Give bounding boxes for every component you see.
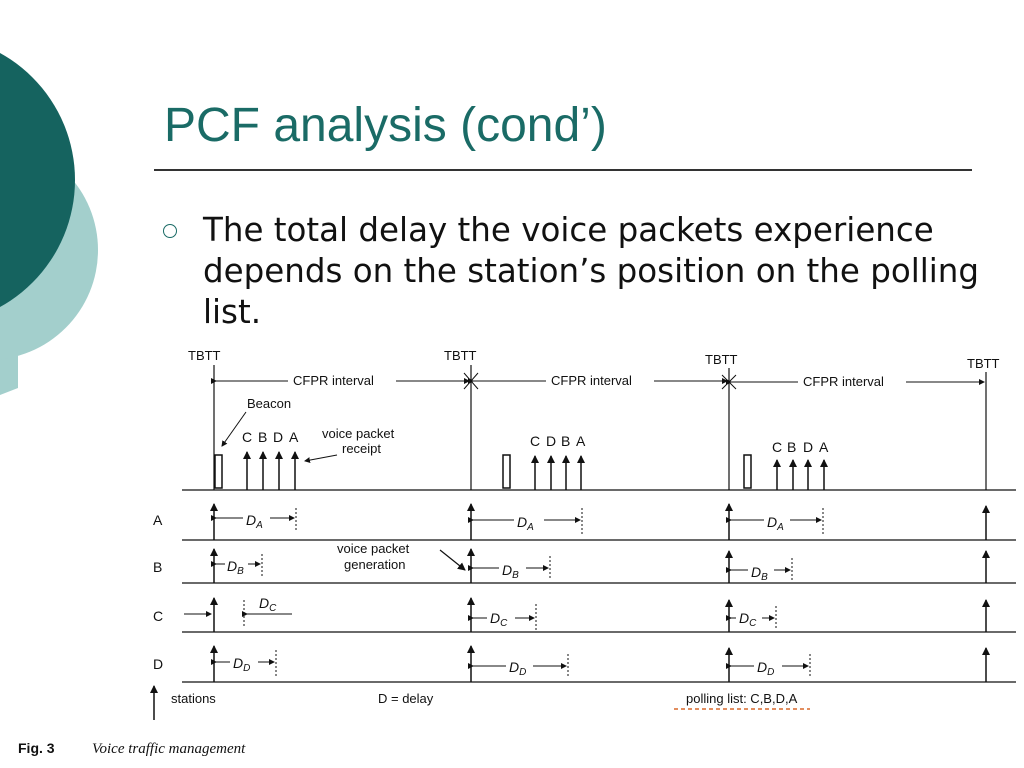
delay-label-c3: DC [739,610,757,629]
beacon-frame-1 [214,454,223,489]
delay-label-b3: DB [751,564,768,583]
beacon-frame-3 [743,454,752,489]
receipt-label-2: receipt [342,441,381,456]
poll1-letter: C [242,429,252,445]
bullet-circle-icon [163,224,177,238]
delay-label-c1: DC [259,595,277,614]
delay-label-d1: DD [233,655,250,674]
tbtt-label-4: TBTT [967,356,1000,371]
poll2-letter: A [576,433,586,449]
legend-delay: D = delay [378,691,434,706]
generation-label-1: voice packet [337,541,410,556]
delay-label-d3: DD [757,659,774,678]
title-divider [154,169,972,171]
legend-stations: stations [171,691,216,706]
delay-label-b2: DB [502,562,519,581]
figure-caption-text: Voice traffic management [92,741,246,757]
beacon-frame-2 [502,454,511,489]
cfpr-label-1: CFPR interval [293,373,374,388]
poll2-letter: D [546,433,556,449]
poll1-letter: A [289,429,299,445]
row-label-d: D [153,656,163,672]
tbtt-label-1: TBTT [188,348,221,363]
poll2-letter: B [561,433,570,449]
row-label-b: B [153,559,162,575]
cfpr-label-3: CFPR interval [803,374,884,389]
poll3-letter: A [819,439,829,455]
poll3-letter: D [803,439,813,455]
delay-label-b1: DB [227,558,244,577]
delay-label-a3: DA [767,514,784,533]
row-label-a: A [153,512,163,528]
page-title: PCF analysis (cond’) [164,99,607,152]
row-label-c: C [153,608,163,624]
poll1-letter: D [273,429,283,445]
generation-label-2: generation [344,557,405,572]
poll3-letter: B [787,439,796,455]
figure-caption-label: Fig. 3 [18,740,55,756]
decorative-circles [0,53,98,395]
poll2-letter: C [530,433,540,449]
bullet-text: The total delay the voice packets experi… [203,211,980,331]
delay-label-a1: DA [246,512,263,531]
beacon-label: Beacon [247,396,291,411]
poll3-letter: C [772,439,782,455]
poll1-letter: B [258,429,267,445]
delay-label-d2: DD [509,659,526,678]
legend-polling: polling list: C,B,D,A [686,691,798,706]
delay-label-c2: DC [490,610,508,629]
cfpr-label-2: CFPR interval [551,373,632,388]
delay-label-a2: DA [517,514,534,533]
receipt-label-1: voice packet [322,426,395,441]
tbtt-label-2: TBTT [444,348,477,363]
tbtt-label-3: TBTT [705,352,738,367]
